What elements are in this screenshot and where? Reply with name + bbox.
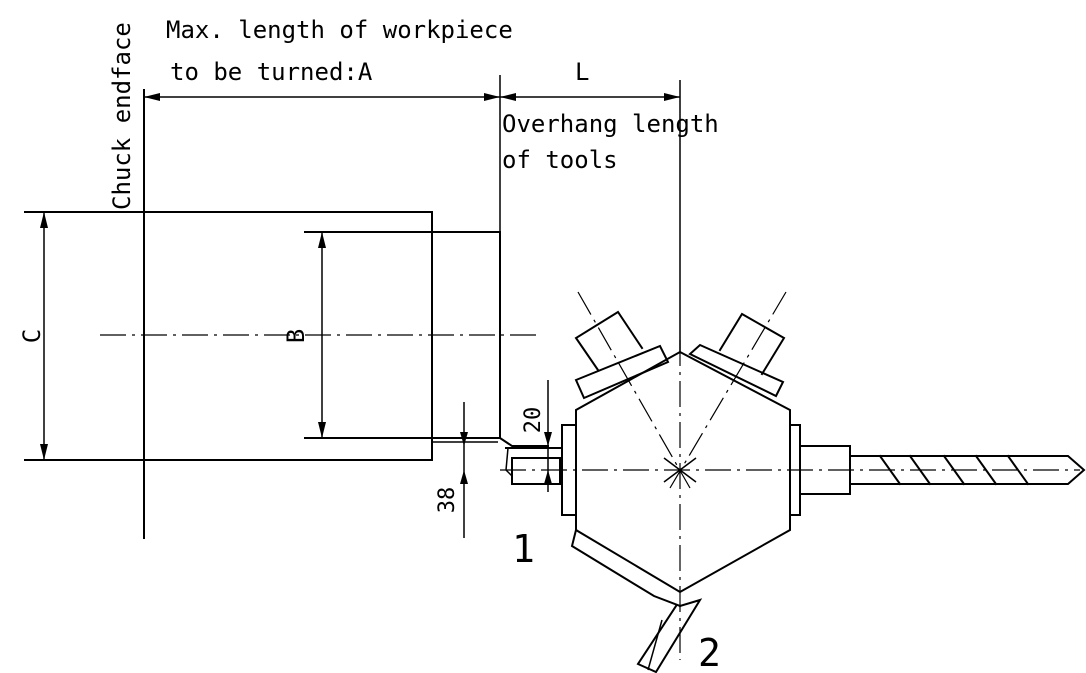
lower-left-holder xyxy=(570,528,682,608)
tool-1-body xyxy=(505,447,561,485)
dim-b-label: B xyxy=(282,329,310,343)
drill-holder xyxy=(799,445,851,495)
dim-a-arrow-right xyxy=(484,93,500,101)
upper-right-tool xyxy=(718,312,786,376)
dim-l-arrow-right xyxy=(664,93,680,101)
turret-diagonal-left xyxy=(577,291,691,489)
workpiece-outline xyxy=(304,231,501,439)
upper-left-tool xyxy=(574,310,644,372)
dim-20-label: 20 xyxy=(521,407,546,434)
chuck-outline xyxy=(24,211,433,461)
dim-a-arrow-left xyxy=(144,93,160,101)
overhang-label-2: of tools xyxy=(502,146,618,174)
left-holder xyxy=(561,424,577,516)
tool-2-edge xyxy=(647,619,663,671)
right-holder xyxy=(789,424,801,516)
dim-c-label: C xyxy=(18,329,46,343)
dim-38-arrow-b xyxy=(460,470,468,484)
dim-38-label: 38 xyxy=(435,487,460,514)
dim-c-arrow-top xyxy=(40,212,48,228)
dim-b-arrow-bottom xyxy=(318,422,326,438)
dim-38-arrow-a xyxy=(460,432,468,446)
tool-1-label: 1 xyxy=(512,527,535,571)
overhang-label-1: Overhang length xyxy=(502,110,719,138)
upper-right-holder xyxy=(688,343,785,398)
max-length-label-2: to be turned:A xyxy=(170,58,373,86)
turret-center-mark xyxy=(663,457,697,483)
drill-flutes xyxy=(878,454,1030,486)
turret-diagonal-right xyxy=(669,291,787,489)
dim-c-arrow-bottom xyxy=(40,444,48,460)
dim-20-arrow-a xyxy=(544,432,552,446)
max-length-label-1: Max. length of workpiece xyxy=(166,16,513,44)
dim-20-arrow-b xyxy=(544,470,552,484)
dim-l-arrow-left xyxy=(500,93,516,101)
tool-2-body xyxy=(636,598,703,673)
overhang-dim-label: L xyxy=(575,58,589,86)
chuck-endface-label: Chuck endface xyxy=(108,22,136,210)
upper-left-holder xyxy=(574,344,670,400)
dim-b-arrow-top xyxy=(318,232,326,248)
tool-2-label: 2 xyxy=(698,631,721,673)
